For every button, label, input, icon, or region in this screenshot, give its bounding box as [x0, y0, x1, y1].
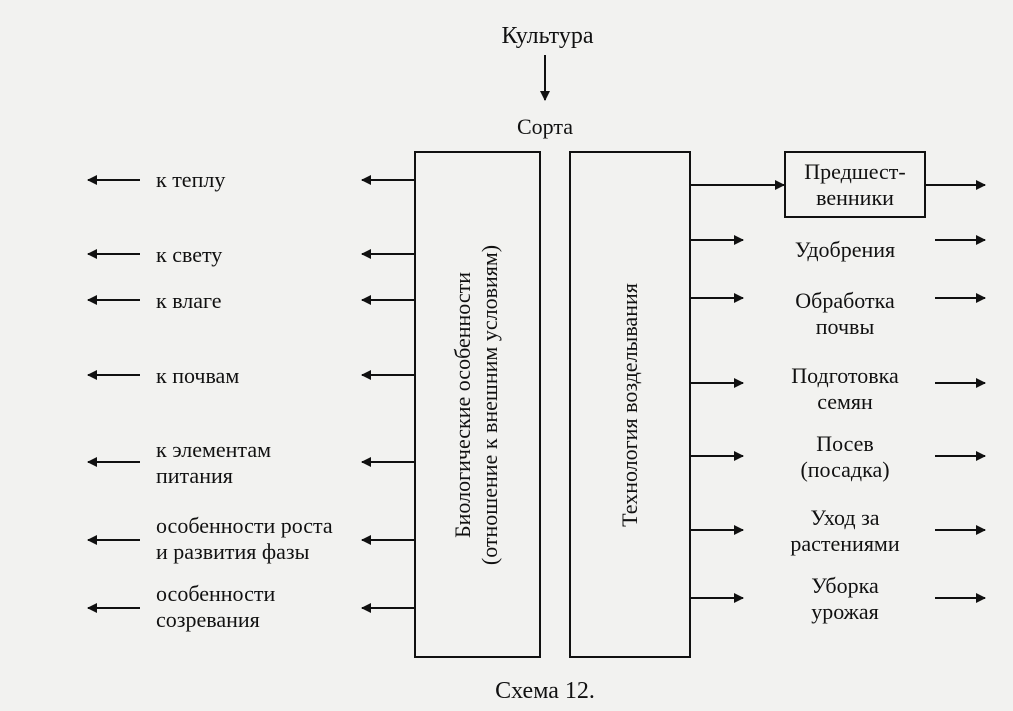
- left-item-label: к почвам: [156, 363, 240, 388]
- right-item-label: Уборка урожая: [811, 573, 879, 624]
- bio-features-label: Биологические особенности (отношение к в…: [449, 155, 505, 655]
- left-item-label: к влаге: [156, 288, 222, 313]
- caption: Схема 12.: [495, 678, 595, 704]
- right-item-label: Обработка почвы: [795, 288, 895, 339]
- bio-features-subtitle: (отношение к внешним условиям): [477, 244, 502, 566]
- culture-label: Культура: [501, 23, 594, 49]
- left-item-label: к теплу: [156, 167, 226, 192]
- technology-label: Технология возделывания: [616, 155, 644, 655]
- predecessors-box: [784, 151, 926, 218]
- right-item-label: Подготовка семян: [791, 363, 899, 414]
- left-item-label: к элементам питания: [156, 437, 272, 488]
- bio-features-box: [414, 151, 541, 658]
- bio-features-title: Биологические особенности: [450, 272, 475, 538]
- right-item-label: Уход за растениями: [790, 505, 900, 556]
- right-item-label: Посев (посадка): [800, 431, 890, 482]
- predecessors-label: Предшест- венники: [804, 159, 906, 210]
- technology-box: [569, 151, 691, 658]
- left-item-label: особенности роста и развития фазы: [156, 513, 333, 564]
- left-item-label: к свету: [156, 242, 223, 267]
- left-item-label: особенности созревания: [156, 581, 276, 632]
- right-item-label: Удобрения: [794, 237, 896, 262]
- technology-title: Технология возделывания: [617, 283, 642, 527]
- varieties-label: Сорта: [516, 114, 574, 139]
